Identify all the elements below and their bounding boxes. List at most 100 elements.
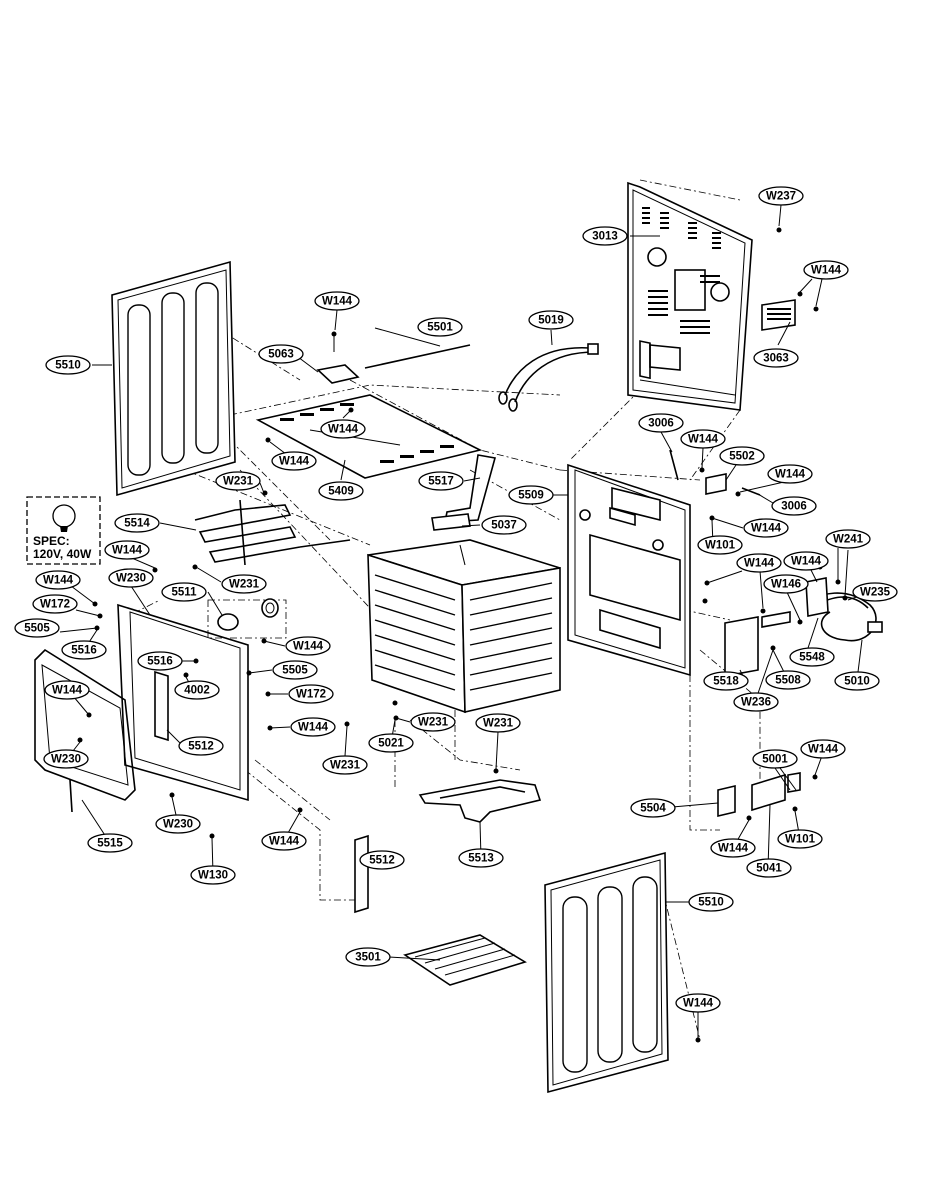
- callout-label: W144: [322, 296, 353, 308]
- callout-label: W144: [112, 545, 143, 557]
- callout-label: W237: [766, 191, 796, 203]
- callout-oval: [44, 680, 90, 700]
- callout-label: W230: [116, 573, 146, 585]
- callout-5010: 5010: [834, 671, 880, 691]
- callout-w144-bottom-right: W144: [675, 993, 721, 1013]
- bake-element-inner: [439, 786, 526, 799]
- callout-oval: [285, 636, 331, 656]
- callout-label: 5041: [756, 863, 782, 875]
- sensor-wire: [669, 449, 679, 481]
- callout-oval: [288, 684, 334, 704]
- callout-oval: [582, 226, 628, 246]
- callout-label: W236: [741, 697, 771, 709]
- callout-w144-left-b: W144: [35, 570, 81, 590]
- callout-label: W144: [775, 469, 806, 481]
- callout-oval: [789, 647, 835, 667]
- callout-5515: 5515: [87, 833, 133, 853]
- callout-w144-right-b: W144: [743, 518, 789, 538]
- callout-5516-left: 5516: [61, 640, 107, 660]
- callout-5041: 5041: [746, 858, 792, 878]
- callout-oval: [767, 464, 813, 484]
- callout-oval: [675, 993, 721, 1013]
- hinge-lower: [354, 834, 369, 914]
- callout-oval: [215, 471, 261, 491]
- callout-oval: [43, 749, 89, 769]
- callout-w230-bottom: W230: [155, 814, 201, 834]
- callout-oval: [508, 485, 554, 505]
- callout-label: 5512: [188, 741, 214, 753]
- callout-oval: [45, 355, 91, 375]
- callout-w144-top: W144: [314, 291, 360, 311]
- callout-oval: [221, 574, 267, 594]
- power-cord: [805, 577, 883, 642]
- callout-label: 4002: [184, 685, 210, 697]
- callout-w144-right-a: W144: [767, 464, 813, 484]
- callout-5037: 5037: [481, 515, 527, 535]
- callout-oval: [161, 582, 207, 602]
- callout-label: 5504: [640, 803, 666, 815]
- callout-5512-mid: 5512: [178, 736, 224, 756]
- callout-label: W144: [298, 722, 329, 734]
- callout-oval: [258, 344, 304, 364]
- callout-3006-top: 3006: [638, 413, 684, 433]
- callout-label: 5510: [55, 360, 81, 372]
- callout-oval: [733, 692, 779, 712]
- callout-oval: [261, 831, 307, 851]
- callout-5021: 5021: [368, 733, 414, 753]
- callout-label: W231: [418, 717, 449, 729]
- bracket-5063: [316, 331, 360, 384]
- probe-rod: [364, 344, 471, 369]
- callout-oval: [765, 670, 811, 690]
- callout-5516-mid: 5516: [137, 651, 183, 671]
- callout-label: 5512: [369, 855, 395, 867]
- callout-5513: 5513: [458, 848, 504, 868]
- callout-label: W101: [785, 834, 816, 846]
- callout-label: 5409: [328, 486, 354, 498]
- side-panel-left: [111, 260, 236, 497]
- callout-oval: [703, 671, 749, 691]
- callout-label: 5502: [729, 451, 755, 463]
- cavity-rack-guides-right: [469, 582, 553, 691]
- callout-oval: [825, 529, 871, 549]
- callout-oval: [852, 582, 898, 602]
- callout-5063: 5063: [258, 344, 304, 364]
- callout-w144-top-right: W144: [803, 260, 849, 280]
- callout-oval: [155, 814, 201, 834]
- callout-label: W101: [705, 540, 736, 552]
- callout-label: 3013: [592, 231, 618, 243]
- callout-w144-mid-right: W144: [680, 429, 726, 449]
- callout-oval: [630, 798, 676, 818]
- callout-label: W130: [198, 870, 228, 882]
- callout-3501: 3501: [345, 947, 391, 967]
- callout-oval: [318, 481, 364, 501]
- callout-label: 5001: [762, 754, 788, 766]
- callout-label: W144: [328, 424, 359, 436]
- callout-oval: [314, 291, 360, 311]
- callout-label: 5021: [378, 738, 404, 750]
- callout-w231-top: W231: [215, 471, 261, 491]
- callout-label: W231: [330, 760, 361, 772]
- callout-5505-mid: 5505: [272, 660, 318, 680]
- oven-rack: [403, 934, 527, 986]
- callout-w144-door: W144: [44, 680, 90, 700]
- bracket-5041: [751, 773, 786, 812]
- callout-oval: [771, 496, 817, 516]
- callout-label: W241: [833, 534, 864, 546]
- callout-label: W146: [771, 579, 801, 591]
- callout-oval: [114, 513, 160, 533]
- callout-3013: 3013: [582, 226, 628, 246]
- cavity-rack-guides-left: [374, 574, 456, 691]
- callout-oval: [359, 850, 405, 870]
- oven-cavity: [367, 539, 561, 714]
- callout-5001: 5001: [752, 749, 798, 769]
- callout-4002: 4002: [174, 680, 220, 700]
- callout-oval: [345, 947, 391, 967]
- callout-label: 5515: [97, 838, 123, 850]
- callout-oval: [800, 739, 846, 759]
- callout-oval: [638, 413, 684, 433]
- callout-label: 5548: [799, 652, 825, 664]
- callout-w237: W237: [758, 186, 804, 206]
- callout-w236: W236: [733, 692, 779, 712]
- callout-w231-low: W231: [322, 755, 368, 775]
- callout-3006-mid: 3006: [771, 496, 817, 516]
